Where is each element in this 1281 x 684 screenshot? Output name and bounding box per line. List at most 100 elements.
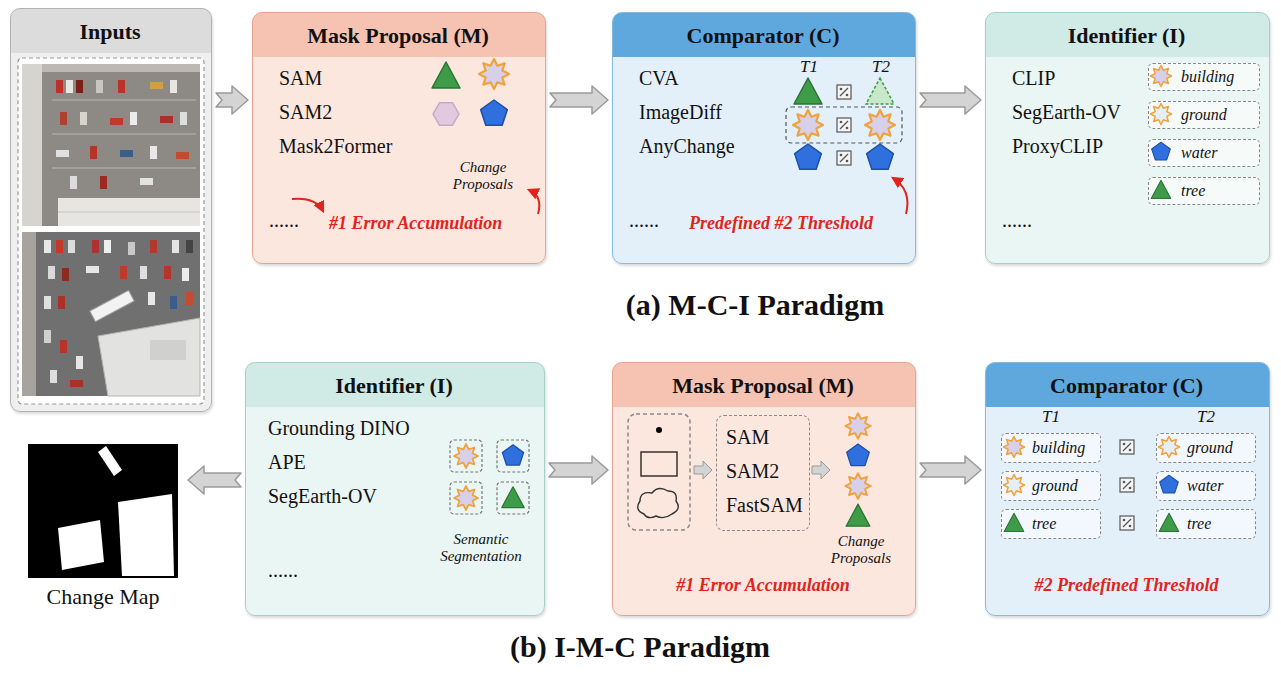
aerial-image-t2 [104, 240, 111, 253]
aerial-image-t2 [98, 318, 200, 396]
aerial-image-t1 [176, 152, 189, 159]
aerial-image-t2 [50, 370, 57, 383]
change-proposal-shapes [845, 473, 871, 499]
class-tag: ground [1156, 433, 1256, 463]
comparator-panel: Comparator (C)T1T2#2 Predefined Threshol… [985, 362, 1270, 616]
small-flow-arrow [694, 461, 830, 479]
panel-title: Identifier (I) [246, 373, 542, 398]
segmentation-shapes [497, 482, 529, 514]
error-arrow [292, 190, 539, 214]
class-tag-text: tree [1181, 182, 1205, 200]
change-proposal-shapes [433, 103, 459, 126]
class-tag-text: water [1187, 477, 1223, 495]
class-tag: ground [1001, 471, 1101, 501]
aerial-image-t2 [150, 240, 157, 253]
method-name: ProxyCLIP [1012, 135, 1103, 158]
aerial-image-t1 [180, 112, 187, 125]
panel-title: Mask Proposal (M) [253, 23, 543, 48]
change-map-image [98, 446, 122, 476]
change-map-image [28, 444, 178, 578]
aerial-image-t1 [52, 134, 196, 135]
segmentation-shapes [454, 444, 478, 468]
aerial-image-t2 [186, 292, 193, 305]
class-tag: tree [1148, 177, 1260, 205]
aerial-image-t2 [44, 296, 51, 309]
class-tag-text: building [1032, 439, 1085, 457]
method-name: SegEarth-OV [1012, 101, 1121, 124]
change-map-box: Change Map [22, 440, 184, 616]
change-map-image [118, 494, 174, 576]
panel-title: Comparator (C) [986, 373, 1267, 398]
aerial-image-t1 [76, 80, 83, 93]
flow-arrow [549, 456, 608, 484]
issue-note: Predefined #2 Threshold [689, 213, 873, 234]
prompt-box [656, 427, 662, 433]
aerial-image-t1 [70, 176, 77, 189]
comparison-shapes [786, 78, 902, 169]
aerial-image-t1 [58, 211, 200, 213]
flow-arrow [920, 86, 981, 114]
aerial-image-t1 [90, 146, 97, 159]
panel-title: Inputs [11, 19, 209, 44]
tag-icons [1004, 513, 1024, 531]
error-arrow [529, 190, 539, 214]
aerial-image-t1 [60, 112, 67, 125]
aerial-image-t2 [22, 232, 200, 396]
segmentation-shapes [497, 440, 529, 472]
subfigure-caption: (b) I-M-C Paradigm [340, 630, 940, 665]
aerial-image-t2 [164, 266, 171, 279]
issue-note: #1 Error Accumulation [613, 575, 913, 596]
tag-icons [1159, 437, 1180, 458]
aerial-image-t2 [68, 240, 75, 253]
aerial-image-t2 [70, 380, 83, 387]
class-tag-text: tree [1032, 515, 1056, 533]
class-tag: tree [1001, 509, 1101, 539]
method-name: SAM2 [279, 101, 332, 124]
time-label: T2 [861, 57, 901, 77]
comparison-shapes [794, 78, 822, 104]
aerial-image-t1 [140, 178, 153, 185]
tag-icons [1151, 66, 1172, 87]
aerial-image-t1 [96, 80, 103, 93]
caption-note: Semantic Segmentation [426, 531, 536, 566]
comparison-shapes [837, 118, 851, 132]
aerial-image-t2 [44, 330, 51, 343]
aerial-image-t2 [92, 240, 99, 253]
segmentation-shapes [454, 486, 478, 510]
segmentation-shapes [450, 440, 482, 472]
segmentation-shapes [450, 482, 482, 514]
aerial-image-t1 [22, 64, 200, 226]
aerial-image-t2 [48, 266, 55, 279]
comparison-shapes [795, 144, 822, 169]
time-label: T1 [1031, 407, 1071, 427]
aerial-image-t1 [52, 100, 196, 101]
prompt-box [641, 452, 677, 476]
change-map-image [58, 520, 104, 570]
subfigure-caption: (a) M-C-I Paradigm [455, 288, 1055, 323]
aerial-image-t2 [128, 242, 135, 255]
threshold-arrow [893, 178, 907, 214]
aerial-image-t2 [182, 268, 189, 281]
tag-icons [1151, 66, 1172, 199]
tag-icons [1004, 437, 1180, 532]
aerial-image-t2 [150, 340, 186, 360]
tag-icons [1152, 142, 1171, 160]
aerial-image-t2 [62, 268, 69, 281]
input-panel: Inputs [10, 8, 212, 412]
mask-proposal-panel: Mask Proposal (M)SAMSAM2Mask2Former.....… [252, 12, 546, 264]
aerial-image-t1 [22, 64, 200, 226]
aerial-image-t2 [58, 296, 65, 309]
segmentation-shapes [450, 440, 529, 514]
caption-note: Change Proposals [816, 533, 906, 568]
threshold-arrow [893, 178, 907, 214]
comparison-shapes [866, 78, 894, 104]
class-tag: ground [1148, 101, 1260, 129]
prompt-box [628, 414, 690, 530]
comparison-shapes [837, 151, 851, 165]
panel-title: Mask Proposal (M) [613, 373, 913, 398]
aerial-image-t1 [52, 168, 196, 169]
change-proposal-shapes [845, 413, 871, 526]
method-name: Mask2Former [279, 135, 392, 158]
